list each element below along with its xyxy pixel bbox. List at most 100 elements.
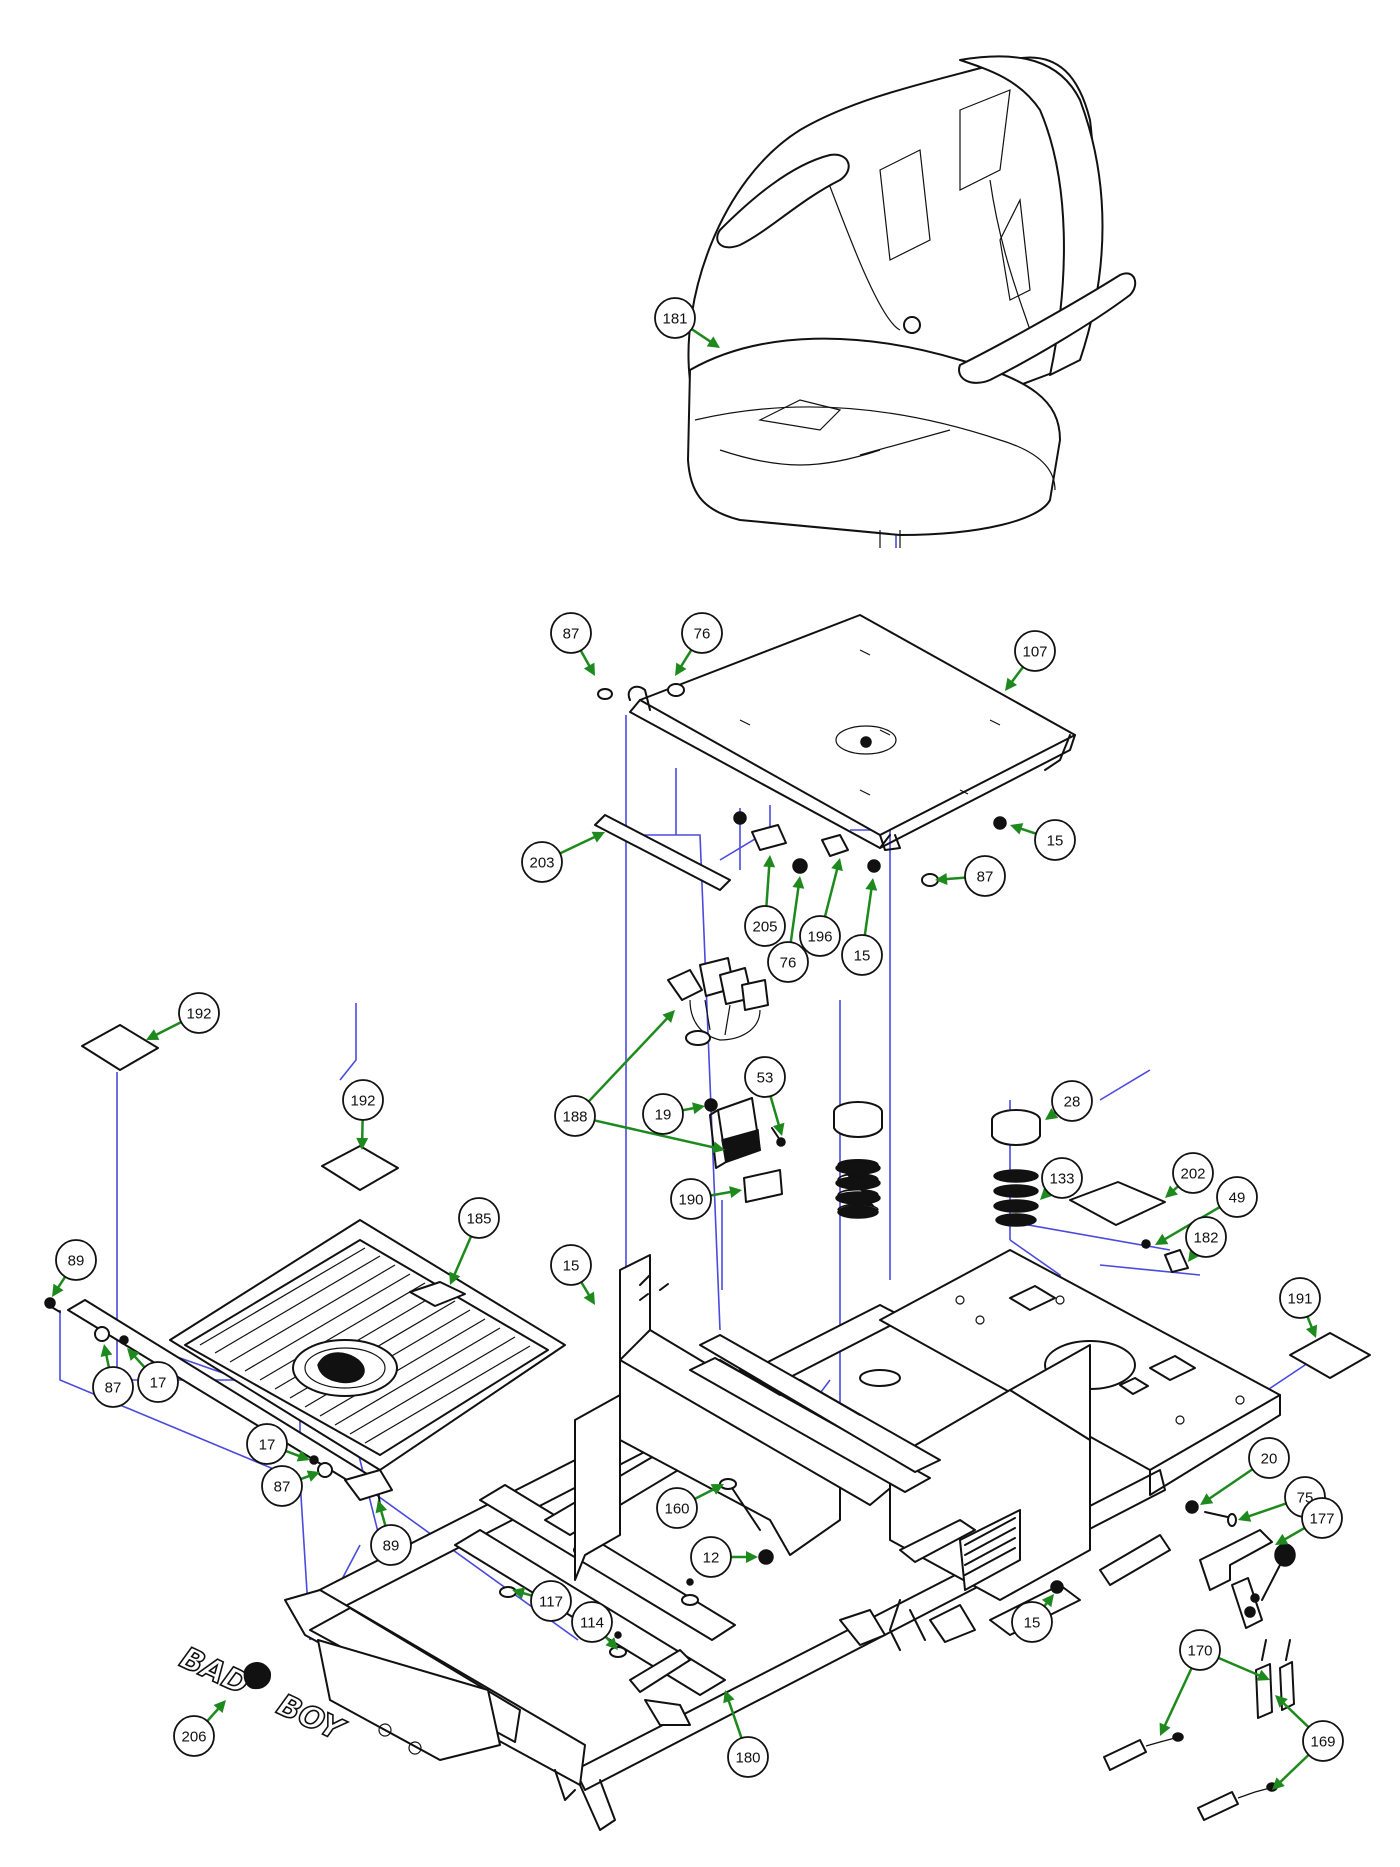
callout-c190-arrow-head — [729, 1186, 742, 1198]
callout-label: 19 — [655, 1107, 672, 1124]
seat-plate — [627, 614, 1076, 851]
callout-circle — [550, 612, 592, 654]
callout-c114: 114 — [571, 1601, 613, 1643]
callout-c89b-arrow-head — [375, 1500, 388, 1514]
callout-circle — [342, 1079, 384, 1121]
callout-c170-arrow-head — [1256, 1669, 1270, 1681]
callout-label: 177 — [1309, 1511, 1334, 1528]
callout-c180-arrow-head — [723, 1690, 735, 1704]
callout-circle — [727, 1736, 769, 1778]
callout-c89b: 89 — [370, 1524, 412, 1566]
callout-circle — [1179, 1629, 1221, 1671]
callout-label: 203 — [529, 855, 554, 872]
callout-c169-arrow-line — [1278, 1698, 1310, 1729]
callout-circle — [642, 1093, 684, 1135]
callout-c87c-arrow-head — [100, 1344, 113, 1357]
callout-c15b-arrow-line — [863, 883, 874, 936]
callout-circle — [92, 1366, 134, 1408]
callout-circle — [550, 1244, 592, 1286]
callout-c192a: 192 — [178, 992, 220, 1034]
callout-circle — [1051, 1080, 1093, 1122]
callout-c75-arrow-line — [1243, 1502, 1287, 1520]
callout-c169-extra-arrow-line — [1275, 1753, 1310, 1787]
control-linkage — [1199, 1529, 1296, 1629]
callout-label: 133 — [1049, 1171, 1074, 1188]
seat-assembly — [687, 55, 1137, 548]
callout-c28-arrow-head — [1045, 1108, 1059, 1120]
callout-c75-arrow-head — [1238, 1510, 1252, 1522]
callout-c180: 180 — [727, 1736, 769, 1778]
callout-c15b-arrow-head — [865, 878, 878, 891]
callout-c206-arrow-head — [213, 1700, 226, 1713]
callout-c206: 206 — [173, 1715, 215, 1757]
callout-label: 205 — [752, 919, 777, 936]
callout-c17b: 17 — [246, 1423, 288, 1465]
callout-c117: 117 — [530, 1580, 572, 1622]
callout-label: 87 — [274, 1479, 291, 1496]
floor-pan-brackets — [44, 1297, 393, 1506]
callout-label: 15 — [1047, 833, 1064, 850]
callout-c12: 12 — [690, 1536, 732, 1578]
callout-c188-extra-arrow-line — [594, 1119, 720, 1150]
callout-label: 76 — [780, 955, 797, 972]
callout-circle — [571, 1601, 613, 1643]
callout-label: 17 — [259, 1437, 276, 1454]
callout-circle — [1041, 1157, 1083, 1199]
callout-c76b: 76 — [767, 941, 809, 983]
callout-label: 20 — [1261, 1451, 1278, 1468]
callout-label: 202 — [1180, 1166, 1205, 1183]
callout-c188-extra-arrow-head — [711, 1141, 725, 1154]
callout-c87d-arrow-head — [306, 1470, 320, 1482]
decals — [81, 1024, 1371, 1379]
callout-c188-arrow-head — [662, 1010, 675, 1023]
callout-c53: 53 — [744, 1056, 786, 1098]
callout-circle — [1172, 1152, 1214, 1194]
callout-circle — [173, 1715, 215, 1757]
upper-frame — [574, 1249, 1281, 1651]
callout-c185-arrow-line — [451, 1235, 473, 1280]
lever-and-bolts — [719, 1239, 1237, 1594]
callout-circle — [1014, 630, 1056, 672]
callout-c15a-arrow-head — [1010, 823, 1024, 835]
callout-label: 15 — [1024, 1615, 1041, 1632]
callout-c170-arrow-line — [1217, 1656, 1265, 1679]
callout-c133: 133 — [1041, 1157, 1083, 1199]
callout-c205: 205 — [744, 905, 786, 947]
callout-c87d: 87 — [261, 1465, 303, 1507]
callout-circle — [1301, 1497, 1343, 1539]
callout-c15a: 15 — [1034, 819, 1076, 861]
callout-c12-arrow-head — [746, 1551, 758, 1563]
callout-circle — [964, 855, 1006, 897]
callout-label: 185 — [466, 1211, 491, 1228]
callout-circle — [799, 915, 841, 957]
callout-c15b: 15 — [841, 934, 883, 976]
callout-c203-arrow-line — [559, 833, 601, 855]
callout-label: 196 — [807, 929, 832, 946]
callout-label: 188 — [562, 1109, 587, 1126]
callout-c107-arrow-head — [1005, 677, 1017, 691]
callout-c191: 191 — [1279, 1277, 1321, 1319]
callout-c17a-arrow-head — [127, 1348, 140, 1361]
callout-label: 191 — [1287, 1291, 1312, 1308]
callout-label: 87 — [563, 626, 580, 643]
floor-pan — [169, 1219, 566, 1471]
callout-circle — [178, 992, 220, 1034]
callout-c181-arrow-head — [706, 336, 720, 348]
callout-circle — [744, 905, 786, 947]
callout-label: 89 — [383, 1538, 400, 1555]
callout-circle — [1248, 1437, 1290, 1479]
callout-c196-arrow-head — [831, 858, 843, 872]
wire-harness — [667, 957, 769, 1046]
callout-c15d: 15 — [1011, 1601, 1053, 1643]
callout-circle — [681, 612, 723, 654]
callout-label: 89 — [68, 1253, 85, 1270]
callout-circle — [690, 1536, 732, 1578]
callout-label: 114 — [580, 1615, 604, 1632]
callout-c87b: 87 — [964, 855, 1006, 897]
callout-c15d-arrow-head — [1041, 1594, 1054, 1608]
callout-circle — [767, 941, 809, 983]
callout-c190: 190 — [670, 1178, 712, 1220]
callout-circle — [744, 1056, 786, 1098]
